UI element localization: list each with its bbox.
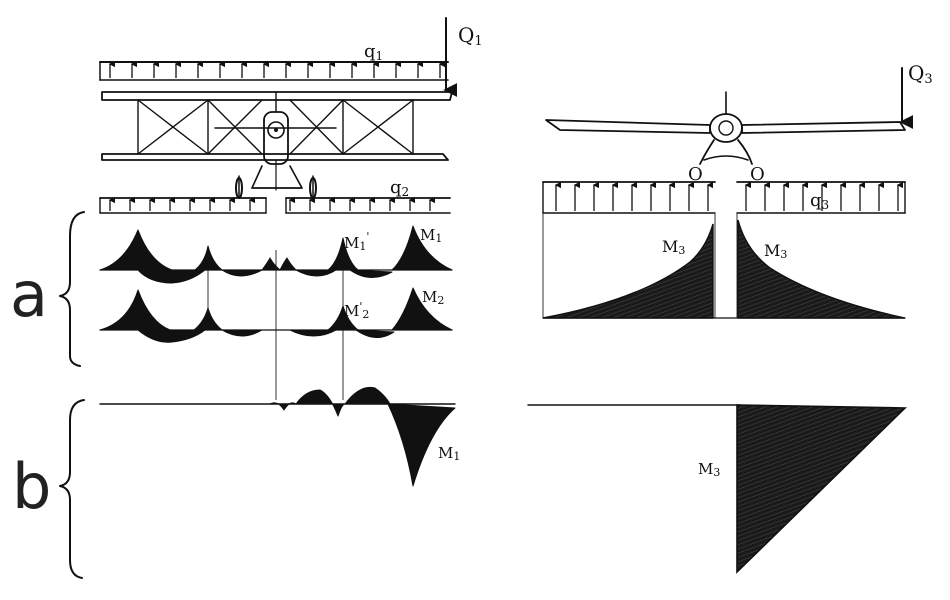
label-Q1-sub: 1 <box>474 34 482 49</box>
label-M2-prime: M <box>344 302 359 320</box>
svg-text:q1: q1 <box>364 41 383 63</box>
label-M2: M <box>422 288 437 306</box>
svg-text:q3: q3 <box>810 190 829 212</box>
interplane-bracing <box>137 99 414 155</box>
lower-wing-distributed-load <box>99 196 451 214</box>
label-M1-prime-mark: ' <box>366 230 369 243</box>
label-q1-sub: 1 <box>376 49 384 63</box>
label-O-left: O <box>688 164 703 185</box>
label-M3-b-sub: 3 <box>713 466 720 479</box>
upper-wing-distributed-load <box>99 60 449 81</box>
label-q3: q <box>810 190 822 211</box>
monoplane-wing <box>545 119 906 134</box>
lower-wing-moment-diagram <box>99 287 453 343</box>
svg-text:M1: M1 <box>420 226 442 245</box>
svg-text:Q1: Q1 <box>458 23 483 49</box>
row-label-b: b <box>12 450 51 523</box>
label-M2-sub: 2 <box>437 294 444 307</box>
label-q2: q <box>390 177 402 198</box>
svg-text:q2: q2 <box>390 177 409 199</box>
upper-wing <box>101 91 453 101</box>
biplane-group <box>99 17 458 487</box>
svg-text:M3: M3 <box>662 237 685 257</box>
monoplane-distributed-load <box>542 181 906 214</box>
label-Q3: Q <box>908 61 924 85</box>
svg-text:M1: M1 <box>438 444 460 463</box>
label-Q3-sub: 3 <box>924 72 932 87</box>
monoplane-fuselage <box>699 91 753 165</box>
svg-text:M2: M2 <box>422 288 444 307</box>
row-label-a: a <box>10 258 48 331</box>
upper-wing-moment-diagram-b <box>99 386 456 487</box>
upper-wing-moment-diagram <box>99 225 453 284</box>
svg-text:M'2: M'2 <box>344 300 369 321</box>
label-M2-prime-sub: 2 <box>362 308 369 321</box>
label-M1-prime-sub: 1 <box>359 240 366 253</box>
monoplane-moment-diagram <box>542 219 906 319</box>
label-q1: q <box>364 41 376 62</box>
label-Q1: Q <box>458 23 474 47</box>
svg-text:Q3: Q3 <box>908 61 933 87</box>
biplane-fuselage <box>251 91 303 191</box>
label-M3-left: M <box>662 237 678 256</box>
label-q2-sub: 2 <box>402 185 410 199</box>
monoplane-moment-diagram-b <box>527 404 907 574</box>
label-M1-b: M <box>438 444 453 462</box>
label-O-right: O <box>750 164 765 185</box>
label-M3-right: M <box>764 241 780 260</box>
svg-text:M3: M3 <box>698 460 720 479</box>
label-M2-prime-mark: ' <box>359 300 362 313</box>
label-M3-b: M <box>698 460 713 478</box>
guide-lines-right <box>542 213 738 318</box>
row-braces <box>59 211 85 579</box>
label-M1: M <box>420 226 435 244</box>
label-M1-sub: 1 <box>435 232 442 245</box>
lower-wing <box>101 153 449 161</box>
label-q3-sub: 3 <box>822 198 830 212</box>
svg-text:M1': M1' <box>344 230 369 253</box>
label-M1-prime: M <box>344 234 359 252</box>
label-M1-b-sub: 1 <box>453 450 460 463</box>
labels: a b Q1 q1 q2 M1' M1 M'2 M2 M1 Q3 q3 O O … <box>10 23 933 523</box>
monoplane-group <box>527 67 914 574</box>
label-M3-right-sub: 3 <box>780 248 787 261</box>
svg-text:M3: M3 <box>764 241 787 261</box>
label-M3-left-sub: 3 <box>678 244 685 257</box>
